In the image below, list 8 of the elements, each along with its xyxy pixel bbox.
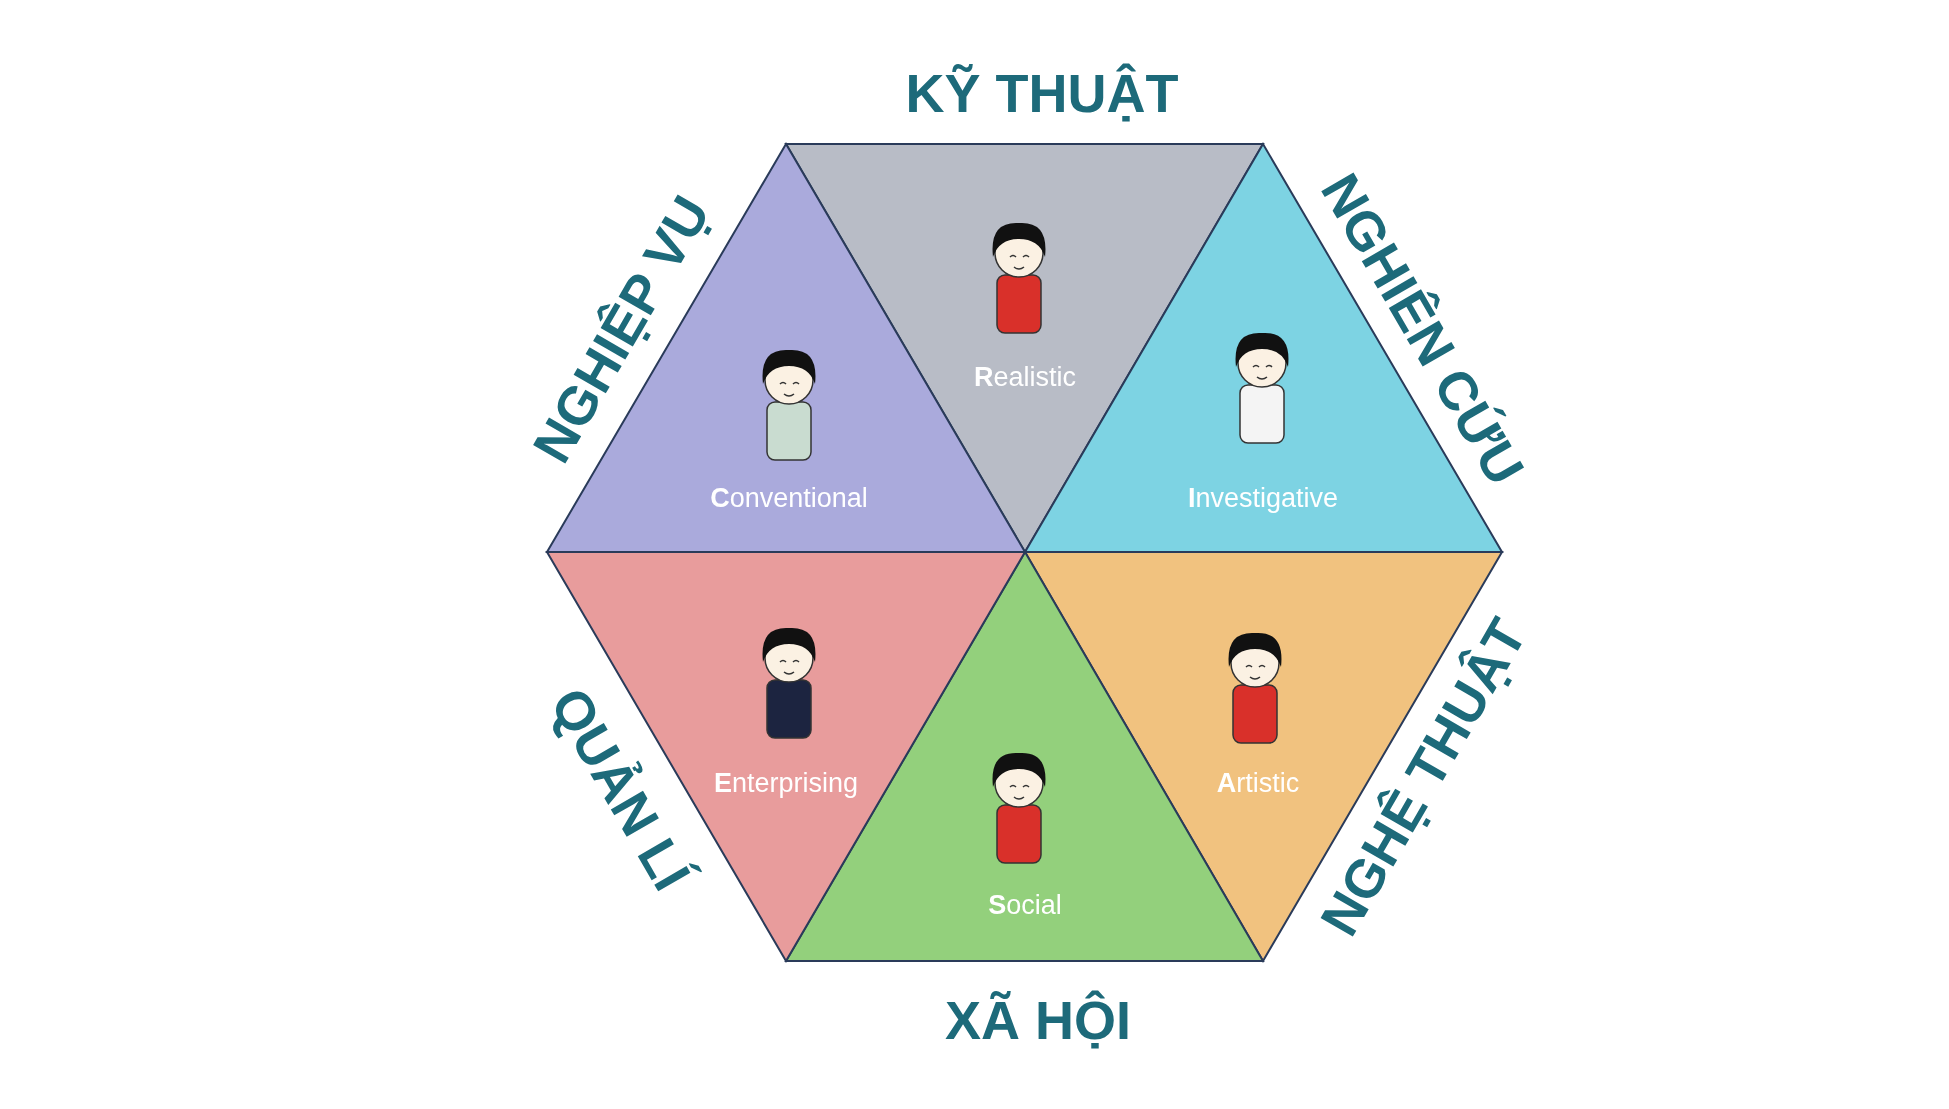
category-label: Artistic [1216, 767, 1300, 799]
category-label: Conventional [710, 482, 868, 514]
side-heading: KỸ THUẬT [905, 62, 1179, 124]
category-label: Realistic [974, 361, 1076, 393]
side-heading: XÃ HỘI [945, 989, 1132, 1051]
category-label: Investigative [1187, 482, 1339, 514]
category-label: Enterprising [713, 767, 859, 799]
category-label: Social [988, 889, 1062, 921]
